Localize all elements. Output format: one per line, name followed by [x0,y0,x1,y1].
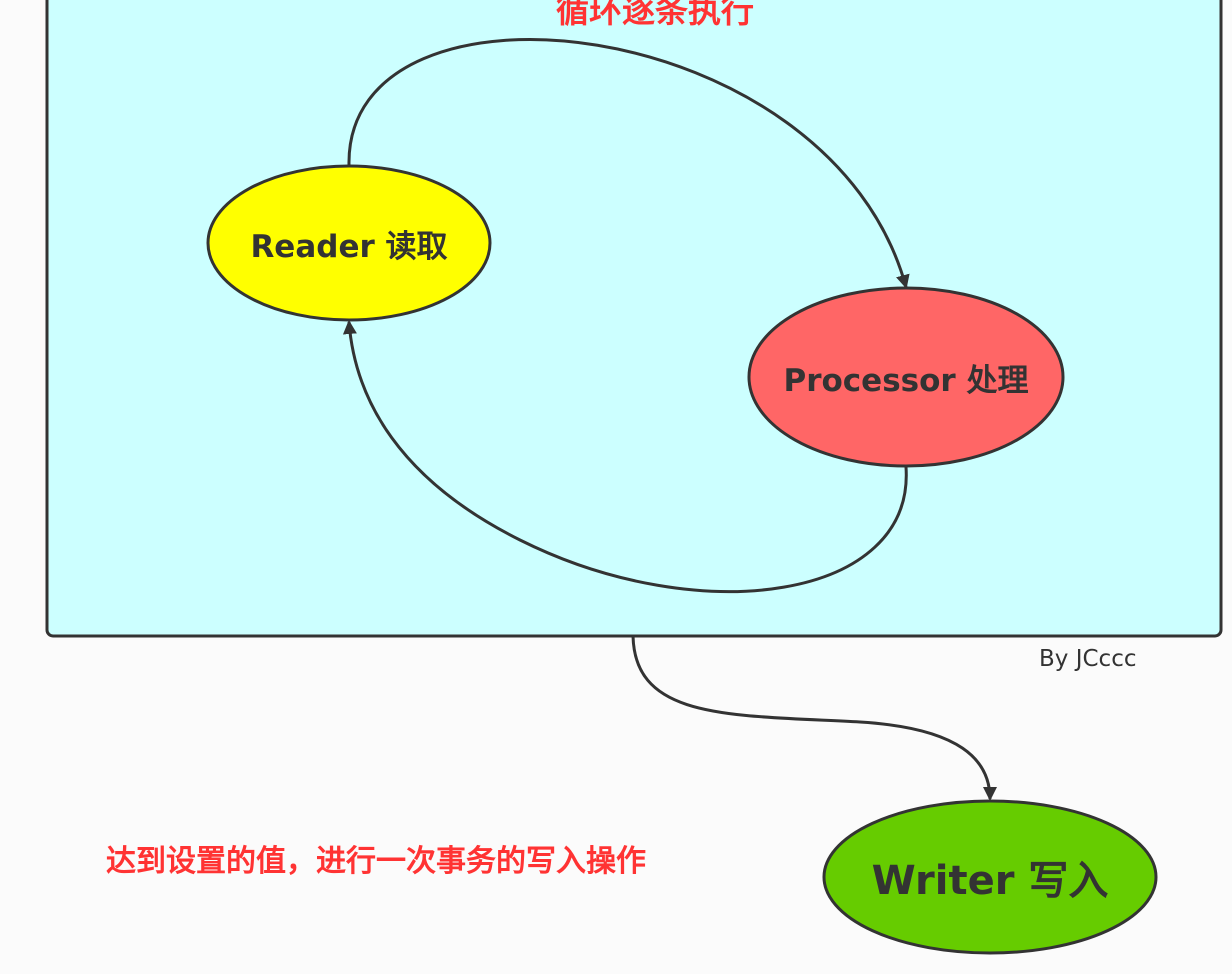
edge-loop-to-writer [631,635,997,801]
edge-reader-to-processor [347,38,910,289]
loop-title: 循环逐条执行 [556,0,754,30]
reader-node [206,164,492,322]
writer-node [822,799,1158,955]
edge-processor-to-reader [342,320,908,594]
writer-note: 达到设置的值，进行一次事务的写入操作 [106,844,646,879]
reader-label: Reader 读取 [250,228,448,265]
processor-label: Processor 处理 [783,362,1029,399]
processor-node [747,286,1065,468]
author-credit: By JCccc [1039,646,1137,672]
writer-label: Writer 写入 [871,858,1109,904]
